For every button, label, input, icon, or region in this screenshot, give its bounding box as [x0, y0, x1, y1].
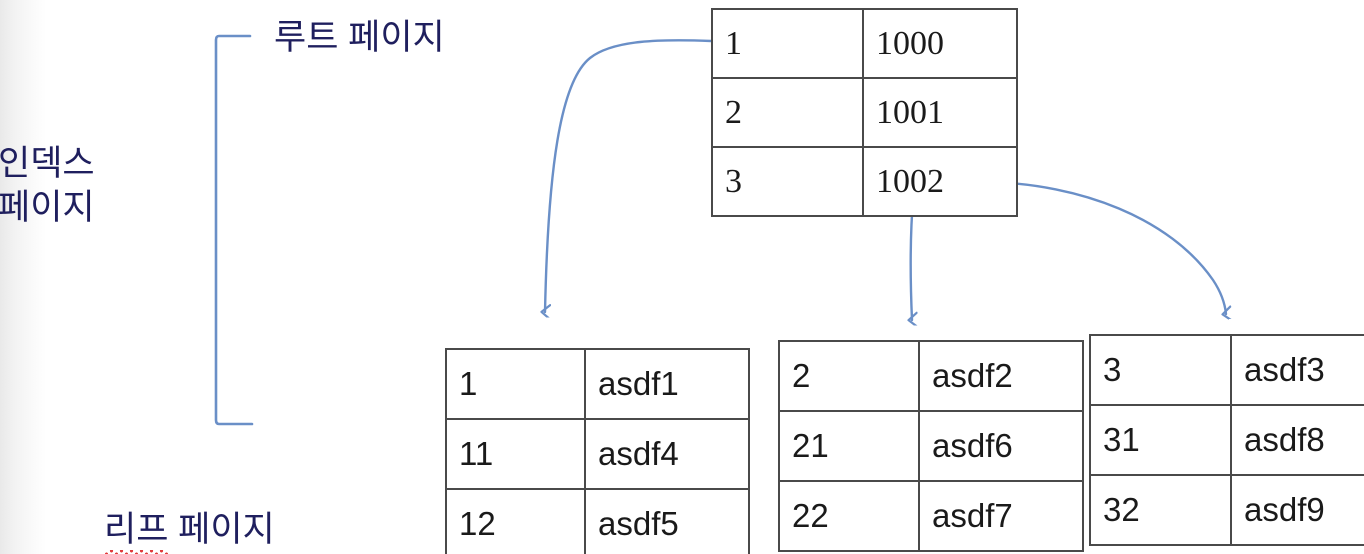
root-key-cell: 2	[711, 77, 864, 148]
table-row: 21 asdf6	[778, 410, 1084, 482]
table-row: 3 1002	[711, 146, 1018, 217]
leaf-page-label-line1: 리프 페이지	[104, 508, 337, 554]
leaf-key-cell: 11	[445, 418, 586, 490]
leaf-page-table-3: 3 asdf3 31 asdf8 32 asdf9	[1089, 334, 1364, 546]
leaf-key-cell: 22	[778, 480, 920, 552]
leaf-page-label-line1-rest: 페이지	[168, 510, 275, 549]
leaf-page-table-2: 2 asdf2 21 asdf6 22 asdf7	[778, 340, 1084, 552]
leaf-value-cell: asdf8	[1230, 404, 1364, 476]
table-row: 3 asdf3	[1089, 334, 1364, 406]
root-key-cell: 3	[711, 146, 864, 217]
leaf-value-cell: asdf4	[584, 418, 750, 490]
leaf-page-label-misspelled: 리프	[104, 508, 169, 554]
leaf-value-cell: asdf9	[1230, 474, 1364, 546]
leaf-key-cell: 3	[1089, 334, 1232, 406]
root-page-table: 1 1000 2 1001 3 1002	[711, 8, 1018, 217]
table-row: 32 asdf9	[1089, 474, 1364, 546]
arrow-root-row3-to-leaf3	[986, 180, 1226, 314]
leaf-key-cell: 32	[1089, 474, 1232, 546]
table-row: 12 asdf5	[445, 488, 750, 554]
leaf-value-cell: asdf7	[918, 480, 1084, 552]
index-page-bracket	[214, 34, 254, 426]
table-row: 22 asdf7	[778, 480, 1084, 552]
index-page-label-line1: 인덱스	[0, 144, 95, 183]
leaf-value-cell: asdf6	[918, 410, 1084, 482]
leaf-value-cell: asdf2	[918, 340, 1084, 412]
index-page-label-line2: 페이지	[0, 188, 95, 227]
leaf-key-cell: 2	[778, 340, 920, 412]
leaf-page-label: 리프 페이지 = 데이터 페이지	[104, 420, 337, 554]
root-pointer-cell: 1000	[862, 8, 1018, 79]
table-row: 2 1001	[711, 77, 1018, 148]
root-pointer-cell: 1001	[862, 77, 1018, 148]
table-row: 31 asdf8	[1089, 404, 1364, 476]
leaf-key-cell: 1	[445, 348, 586, 420]
leaf-value-cell: asdf1	[584, 348, 750, 420]
leaf-value-cell: asdf3	[1230, 334, 1364, 406]
leaf-key-cell: 12	[445, 488, 586, 554]
arrow-root-row1-to-leaf1	[545, 39, 713, 312]
leaf-key-cell: 21	[778, 410, 920, 482]
root-page-label: 루트 페이지	[274, 18, 445, 57]
leaf-key-cell: 31	[1089, 404, 1232, 476]
table-row: 11 asdf4	[445, 418, 750, 490]
table-row: 1 asdf1	[445, 348, 750, 420]
root-key-cell: 1	[711, 8, 864, 79]
table-row: 1 1000	[711, 8, 1018, 79]
root-pointer-cell: 1002	[862, 146, 1018, 217]
leaf-page-table-1: 1 asdf1 11 asdf4 12 asdf5	[445, 348, 750, 554]
table-row: 2 asdf2	[778, 340, 1084, 412]
leaf-value-cell: asdf5	[584, 488, 750, 554]
left-edge-shading	[0, 0, 46, 554]
